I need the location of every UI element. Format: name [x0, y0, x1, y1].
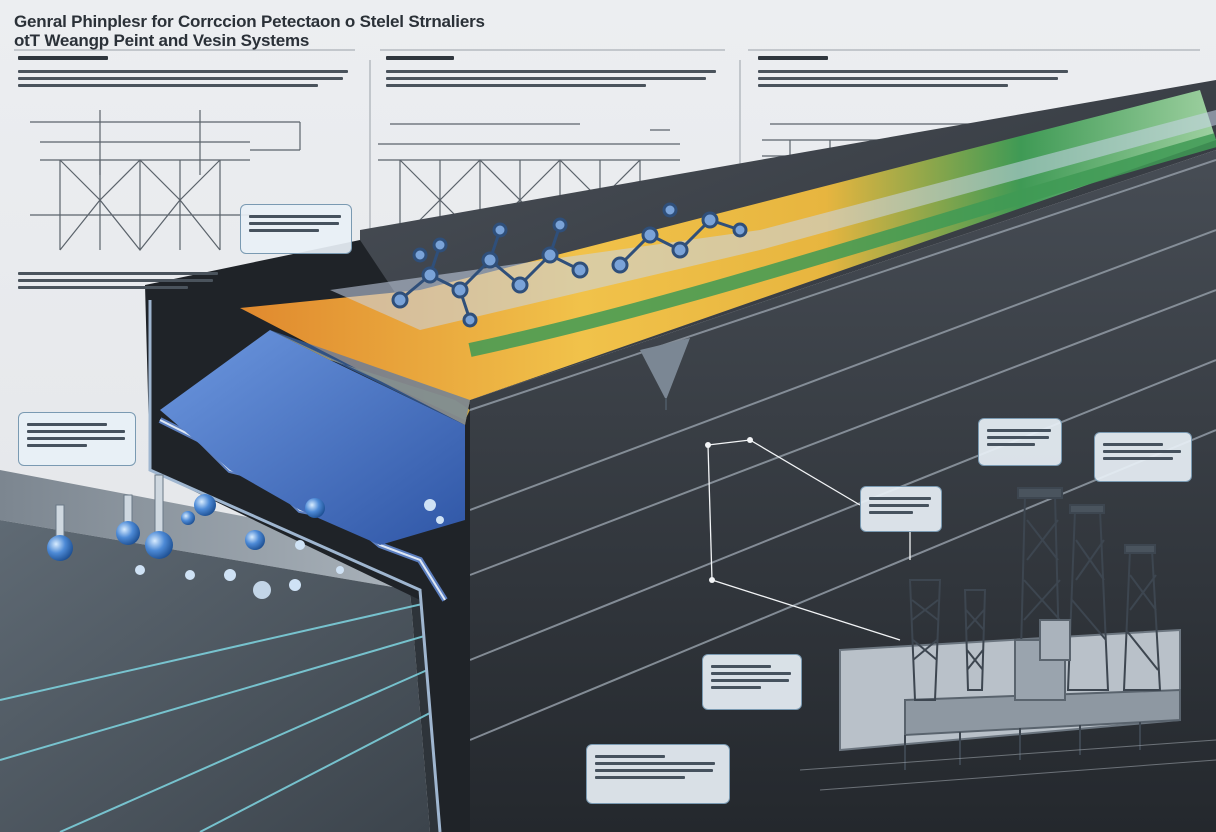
- section-paragraph: [386, 56, 716, 91]
- callout-box: [1094, 432, 1192, 482]
- callout-box: [860, 486, 942, 532]
- molecule-icon: [391, 202, 748, 328]
- intro-paragraph: [18, 56, 348, 91]
- water-droplet-icon: [135, 494, 444, 599]
- coating-layers: [160, 90, 1216, 545]
- bridge-sketch-icon: [30, 110, 301, 251]
- callout-box: [586, 744, 730, 804]
- section-paragraph: [758, 56, 1078, 91]
- funnel-icon: [640, 338, 690, 410]
- page-title: Genral Phinplesr for Corrccion Petectaon…: [14, 12, 485, 50]
- callout-box: [240, 204, 352, 254]
- steel-slab: [0, 470, 470, 832]
- title-line-2: otT Weangp Peint and Vesin Systems: [14, 31, 310, 50]
- callout-box: [978, 418, 1062, 466]
- callout-box: [702, 654, 802, 710]
- callout-box: [18, 412, 136, 466]
- title-line-1: Genral Phinplesr for Corrccion Petectaon…: [14, 12, 485, 31]
- test-tube-icon: [47, 474, 173, 561]
- oil-rig-tower-icon: [839, 487, 1181, 770]
- panel-dividers: [14, 49, 1200, 240]
- side-paragraph: [18, 268, 218, 293]
